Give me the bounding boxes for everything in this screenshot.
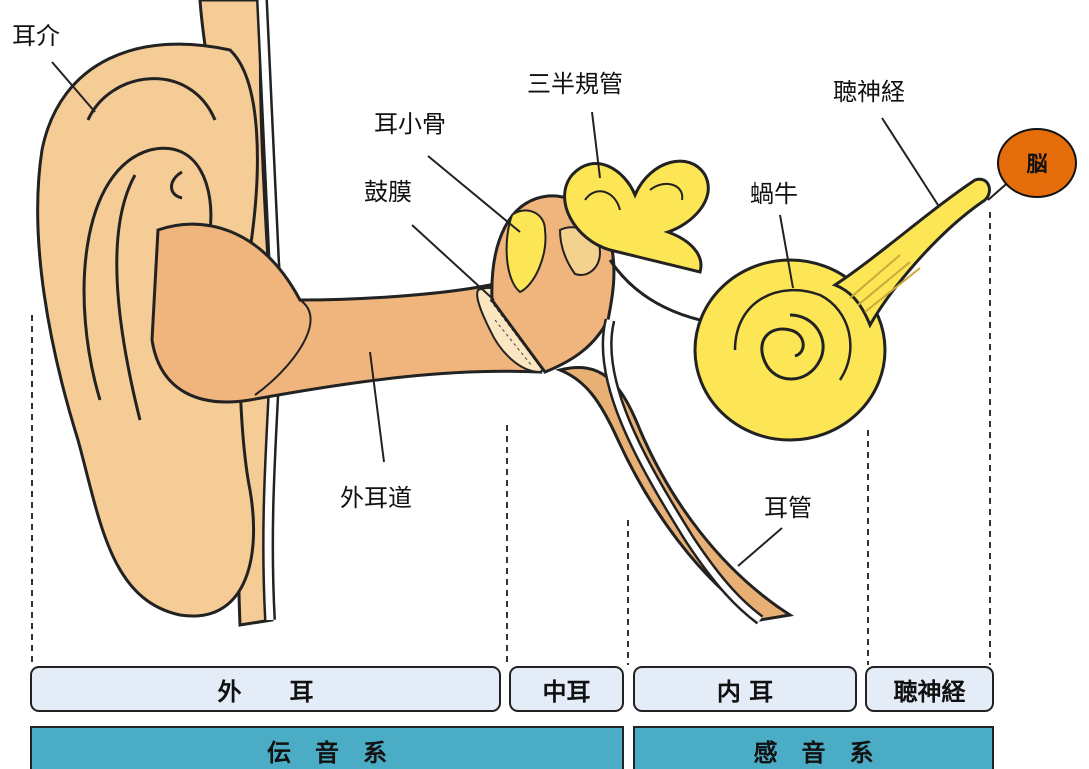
- section-inner-ear: 内 耳: [633, 666, 857, 712]
- label-eardrum: 鼓膜: [364, 180, 412, 204]
- label-auricle: 耳介: [12, 24, 60, 48]
- section-middle-ear-label: 中耳: [543, 672, 591, 707]
- label-ossicles: 耳小骨: [374, 112, 446, 136]
- section-middle-ear: 中耳: [509, 666, 624, 712]
- brain-label: 脳: [1027, 148, 1048, 178]
- system-sensorineural-label: 感 音 系: [754, 733, 874, 768]
- section-outer-ear: 外 耳: [30, 666, 501, 712]
- section-outer-ear-label: 外 耳: [218, 672, 314, 707]
- auditory-nerve-shape: [835, 179, 989, 325]
- label-ear-canal: 外耳道: [340, 486, 412, 510]
- system-conductive: 伝 音 系: [30, 726, 624, 769]
- section-auditory-nerve: 聴神経: [865, 666, 994, 712]
- label-semicircular-canals: 三半規管: [527, 72, 623, 96]
- section-auditory-nerve-label: 聴神経: [894, 672, 966, 707]
- brain-node: 脳: [997, 128, 1077, 198]
- system-conductive-label: 伝 音 系: [267, 733, 387, 768]
- system-sensorineural: 感 音 系: [633, 726, 994, 769]
- label-eustachian-tube: 耳管: [764, 496, 812, 520]
- label-auditory-nerve: 聴神経: [833, 80, 905, 104]
- label-cochlea: 蝸牛: [750, 182, 798, 206]
- section-inner-ear-label: 内 耳: [717, 672, 773, 707]
